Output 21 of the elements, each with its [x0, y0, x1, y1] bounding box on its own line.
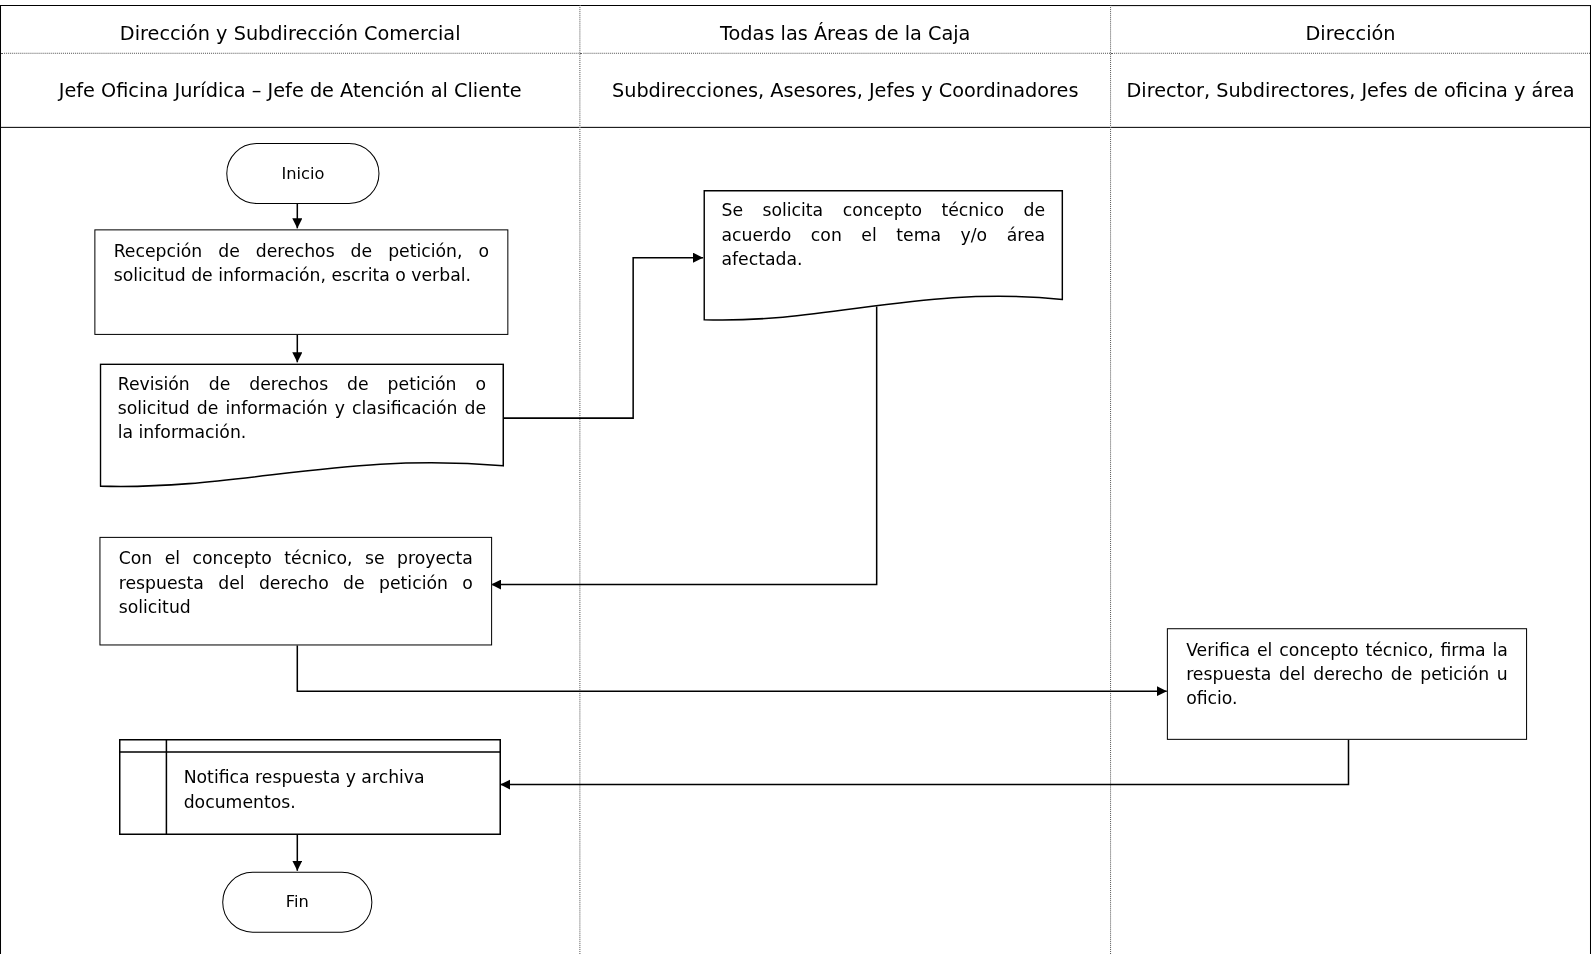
- arrow: [499, 738, 1350, 790]
- swimlane: [1111, 5, 1591, 954]
- terminator-shape: Inicio: [226, 143, 380, 204]
- process-box: Verifica el concepto técnico, firma la respuesta del derecho de petición u oficio.: [1166, 628, 1528, 740]
- arrow: [490, 305, 878, 590]
- document-shape: Revisión de derechos de petición o solicitud de información y clasificación de la información.: [99, 363, 505, 489]
- predefined-process-box: Notifica respuesta y archiva documentos.: [118, 738, 502, 836]
- document-shape: Se solicita concepto técnico de acuerdo con el tema y/o área afectada.: [703, 189, 1064, 322]
- process-box: Con el concepto técnico, se proyecta respuesta del derecho de petición o solicitud: [99, 536, 493, 646]
- terminator-shape: Fin: [222, 871, 373, 933]
- process-box: Recepción de derechos de petición, o solicitud de información, escrita o verbal.: [94, 229, 509, 335]
- lane-subtitle: Subdirecciones, Asesores, Jefes y Coordinadores: [580, 53, 1111, 128]
- arrow: [296, 643, 1168, 697]
- arrow: [292, 333, 303, 364]
- lane-title: Dirección y Subdirección Comercial: [1, 13, 580, 54]
- arrow: [292, 202, 303, 230]
- lane-title: Dirección: [1111, 13, 1590, 54]
- lane-subtitle: Director, Subdirectores, Jefes de oficina y área: [1111, 53, 1590, 128]
- arrow: [292, 833, 303, 872]
- lane-title: Todas las Áreas de la Caja: [580, 13, 1111, 54]
- lane-subtitle: Jefe Oficina Jurídica – Jefe de Atención al Cliente: [1, 53, 580, 128]
